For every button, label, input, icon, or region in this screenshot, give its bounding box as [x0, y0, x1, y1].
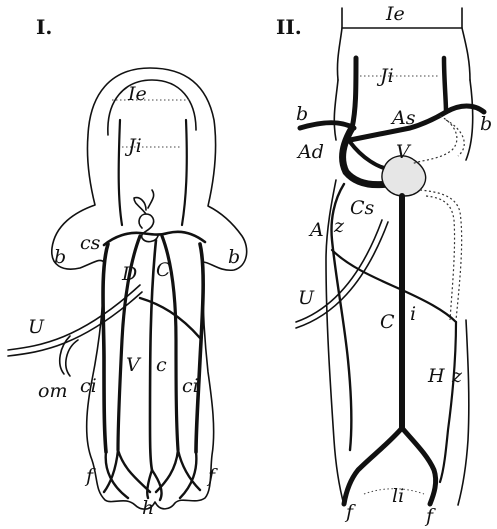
panel-one-label-cs: cs [80, 232, 101, 254]
panel-two-label-b-right: b [480, 113, 492, 135]
panel-one-jugular-right [182, 120, 187, 225]
panel-two-label-ii: li [392, 485, 404, 507]
panel-one-label-ji: Ji [124, 135, 142, 157]
panel-two-label-ie: Ie [385, 3, 405, 25]
panel-one-label-om: om [38, 380, 67, 402]
panel-two-label-u: U [298, 287, 315, 309]
panel-one-label-v: V [126, 354, 142, 376]
panel-two-dashed-hemiazygos [420, 190, 462, 320]
panel-two: II. [276, 3, 492, 527]
panel-one-diagonal [140, 298, 200, 338]
panel-two-label-ji: Ji [376, 65, 394, 87]
panel-one-label-u: U [28, 316, 45, 338]
panel-two-label-ad: Ad [296, 141, 324, 163]
panel-two-label-z-upper: z [333, 215, 345, 237]
panel-one-label-b-left: b [54, 246, 66, 268]
panel-two-label-c: C [380, 311, 395, 333]
panel-two-iliac-right [402, 428, 436, 504]
panel-two-hemiazygos [440, 322, 456, 482]
panel-two-label-z-lower: z [451, 365, 463, 387]
panel-two-label-a: A [308, 219, 324, 241]
panel-two-label-v: V [396, 141, 412, 163]
panel-one-label-b-right: b [228, 246, 240, 268]
panel-one-label-c-upper: C [156, 259, 171, 281]
panel-one-cardinal-left [103, 244, 108, 452]
panel-one-label-ci-left: ci [80, 375, 97, 397]
panel-two-label-f-left: f [344, 501, 356, 523]
panel-two-numeral: II. [276, 15, 302, 39]
panel-two-jugular-right [444, 58, 446, 112]
panel-one-inner-head [108, 80, 196, 135]
panel-one-label-h: h [142, 497, 154, 519]
panel-one-label-f-right: f [206, 465, 218, 487]
panel-two-label-h: H [427, 365, 445, 387]
panel-one-cardinal-right [196, 244, 203, 452]
panel-one-label-d: D [121, 263, 137, 285]
panel-two-subclavian-right [446, 106, 484, 112]
panel-two-jugular-left [352, 58, 356, 128]
panel-two-label-cs: Cs [350, 197, 375, 219]
panel-one-label-ie: Ie [127, 83, 147, 105]
panel-one-jugular-left [119, 120, 122, 225]
panel-two-label-as: As [390, 107, 416, 129]
panel-two-label-b-left: b [296, 103, 308, 125]
panel-one: I. Ie Ji cs b b [8, 15, 247, 519]
panel-two-label-f-right: f [424, 505, 436, 527]
panel-two-label-i: i [410, 303, 416, 325]
panel-one-label-c-lower: c [156, 354, 167, 376]
panel-one-numeral: I. [36, 15, 52, 39]
panel-one-label-ci-right: ci [182, 375, 199, 397]
